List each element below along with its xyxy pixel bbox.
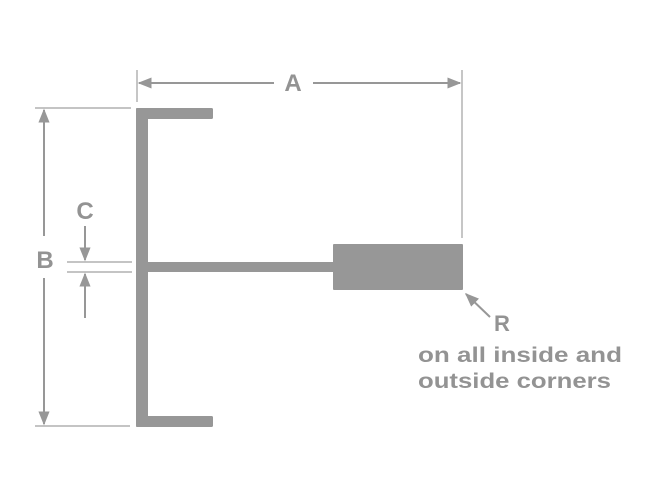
radius-label: R: [494, 311, 510, 336]
profile-shape: [136, 108, 463, 427]
dimension-a-label: A: [284, 70, 301, 97]
dimension-a: A: [136, 70, 463, 238]
dimension-c: C: [67, 198, 132, 318]
end-block: [333, 244, 463, 290]
center-stem: [140, 262, 336, 272]
dimension-c-label: C: [76, 198, 93, 225]
radius-callout: R on all inside and outside corners: [418, 293, 622, 393]
bottom-flange: [136, 416, 213, 427]
dimension-b-label: B: [36, 247, 53, 274]
radius-note-line-1: on all inside and: [418, 344, 622, 367]
radius-note-line-2: outside corners: [418, 370, 611, 393]
dimension-b: B: [35, 107, 131, 427]
top-flange: [136, 108, 213, 119]
